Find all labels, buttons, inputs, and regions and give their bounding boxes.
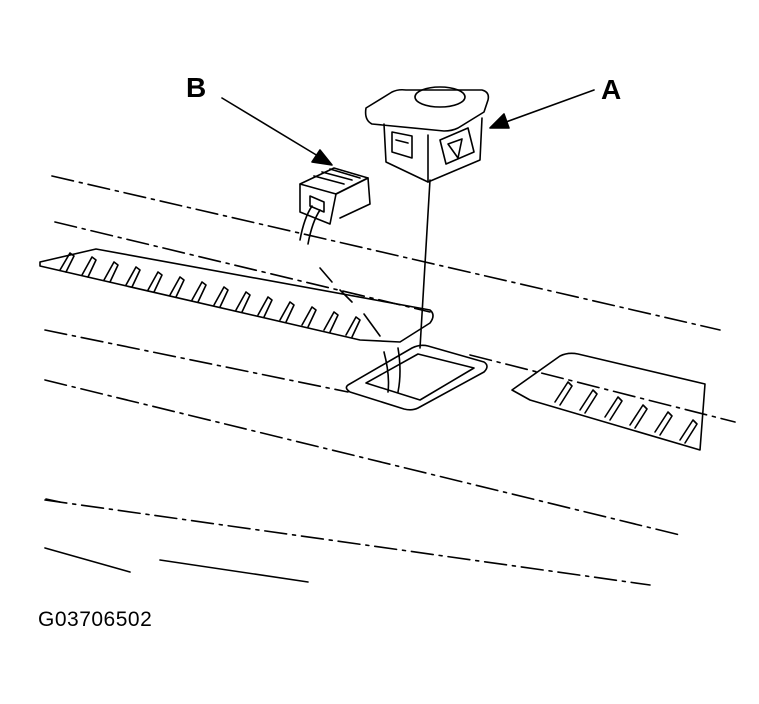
figure-id: G03706502 — [38, 608, 153, 631]
vent-slats — [60, 253, 360, 337]
connector-side — [336, 178, 370, 218]
panel-contour-line — [470, 355, 735, 422]
callout-b-label: B — [186, 72, 207, 103]
mounting-hole — [346, 345, 487, 409]
arrow-b-head — [312, 150, 332, 165]
connector-front — [300, 184, 336, 224]
vent-outline — [40, 249, 433, 342]
panel-edge-line — [45, 548, 130, 572]
wire-lead — [308, 210, 320, 244]
arrow-a-shaft — [506, 90, 594, 122]
panel-contour-line — [45, 380, 680, 535]
callout-a-label: A — [601, 74, 622, 105]
panel-contour-line — [52, 176, 720, 330]
panel-contour-lines — [45, 176, 735, 585]
arrow-a-head — [490, 114, 509, 128]
hole-outer-rim — [346, 345, 487, 409]
connector-b — [300, 168, 370, 224]
switch-bezel — [366, 90, 489, 131]
panel-contour-line — [55, 222, 430, 312]
vent-outline — [512, 353, 705, 450]
wire-dash — [364, 314, 380, 336]
callout-arrows — [222, 90, 594, 165]
guide-line — [420, 180, 430, 348]
panel-edge-lines — [45, 499, 308, 582]
arrow-b-shaft — [222, 98, 318, 156]
vent-slats — [555, 382, 697, 443]
wire-dash — [340, 290, 352, 302]
right-vent-grille — [512, 353, 705, 450]
connector-ridges — [314, 169, 360, 184]
switch-button — [415, 87, 465, 107]
hole-inner-rim — [366, 354, 474, 400]
panel-contour-line — [45, 330, 348, 392]
switch-latch-window — [440, 128, 474, 164]
switch-a — [366, 87, 489, 182]
switch-terminal-slot — [392, 132, 412, 158]
panel-edge-line — [46, 499, 60, 502]
installation-guide-lines — [420, 180, 430, 348]
switch-latch-tab — [448, 139, 462, 158]
wire-harness-path — [300, 206, 380, 336]
hole-wiring — [384, 348, 400, 392]
left-vent-grille — [40, 249, 433, 342]
wire-lead — [300, 206, 312, 240]
panel-contour-line — [45, 500, 650, 585]
panel-edge-line — [160, 560, 308, 582]
wire-dash — [320, 268, 332, 282]
connector-latch — [310, 196, 324, 212]
